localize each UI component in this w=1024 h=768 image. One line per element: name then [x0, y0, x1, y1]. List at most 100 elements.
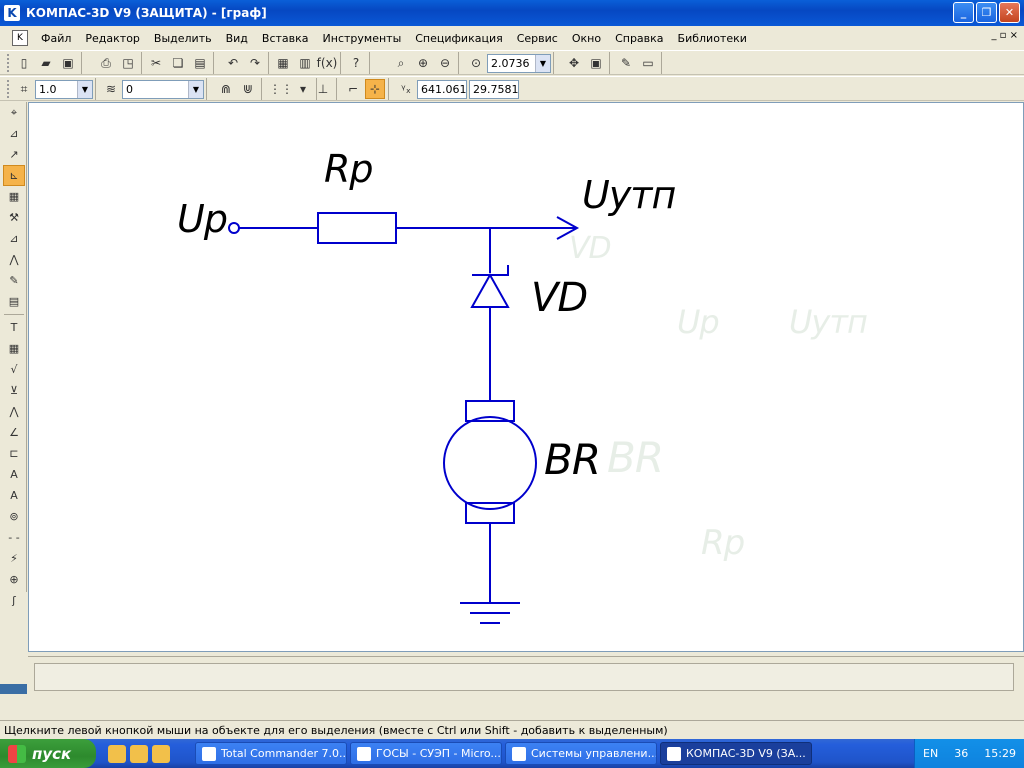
quicklaunch-icon[interactable] [108, 744, 126, 763]
show-all-icon[interactable]: ▣ [590, 56, 602, 70]
motor-br[interactable] [443, 416, 537, 510]
zoom-in-icon[interactable]: ⊕ [417, 56, 429, 70]
roughness-icon[interactable]: √ [10, 363, 18, 376]
label-up[interactable]: Up [177, 197, 228, 241]
grid-icon[interactable]: ⋮⋮ [269, 82, 293, 96]
dimensions-icon[interactable]: ⊿ [9, 127, 19, 140]
zoom-scale-icon[interactable]: ⊙ [470, 56, 482, 70]
chevron-down-icon[interactable]: ▼ [535, 54, 550, 72]
menu-help[interactable]: Справка [615, 31, 664, 45]
menu-specification[interactable]: Спецификация [415, 31, 503, 45]
grid-dropdown-icon[interactable]: ▾ [299, 82, 307, 96]
chevron-down-icon[interactable]: ▼ [77, 80, 92, 98]
menu-window[interactable]: Окно [571, 31, 602, 45]
redraw-icon[interactable]: ✎ [620, 56, 632, 70]
menu-select[interactable]: Выделить [153, 31, 212, 45]
local-coordinate-system-icon[interactable]: ⊥ [317, 82, 329, 96]
symbols-icon[interactable]: ↗ [9, 148, 19, 161]
spec-icon[interactable]: ✎ [9, 274, 19, 287]
cut-icon[interactable]: ✂ [150, 56, 162, 70]
label-uytn[interactable]: Uутп [582, 173, 676, 217]
context-help-icon[interactable]: ? [352, 56, 360, 70]
save-icon[interactable]: ▣ [62, 56, 74, 70]
language-indicator[interactable]: EN [923, 747, 939, 760]
label-br[interactable]: BR [544, 435, 601, 484]
menu-view[interactable]: Вид [225, 31, 248, 45]
coord-y-field[interactable]: 29.7581 [469, 79, 519, 99]
window-layout-icon[interactable]: ▭ [642, 56, 654, 70]
text-icon[interactable]: T [10, 321, 18, 334]
quicklaunch-icon[interactable] [152, 744, 170, 763]
quicklaunch-icon[interactable] [130, 744, 148, 763]
center-mark-icon[interactable]: ⊕ [9, 573, 19, 586]
task-kompas[interactable]: КОМПАС-3D V9 (ЗА... [660, 742, 812, 765]
parametrization-icon[interactable]: ▦ [8, 190, 20, 203]
print-preview-icon[interactable]: ◳ [122, 56, 134, 70]
undo-icon[interactable]: ↶ [227, 56, 239, 70]
task-total-commander[interactable]: Total Commander 7.0... [195, 742, 347, 765]
toolbar-gripper[interactable] [7, 54, 10, 72]
document-icon[interactable]: K [12, 30, 28, 46]
wave-line-icon[interactable]: ⚡ [10, 552, 18, 565]
section-icon[interactable]: A [10, 468, 18, 481]
reports-icon[interactable]: ▤ [8, 295, 20, 308]
start-button[interactable]: пуск [0, 739, 96, 768]
associative-views-icon[interactable]: ⋀ [9, 253, 19, 266]
print-icon[interactable]: ⎙ [101, 55, 111, 70]
menu-service[interactable]: Сервис [516, 31, 558, 45]
menu-file[interactable]: Файл [41, 31, 72, 45]
label-vd[interactable]: VD [531, 275, 588, 321]
local-snap-icon[interactable]: ⋓ [242, 82, 254, 96]
library-icon[interactable]: ▥ [299, 56, 311, 70]
panel-expand-icon[interactable] [0, 684, 27, 694]
snap-magnet-icon[interactable]: ⋒ [220, 82, 232, 96]
measure-icon[interactable]: ⚒ [9, 211, 19, 224]
input-terminal[interactable] [228, 222, 240, 234]
zoom-out-icon[interactable]: ⊖ [439, 56, 451, 70]
brush-top[interactable] [465, 400, 515, 422]
layer-combo[interactable]: 0 ▼ [122, 79, 204, 99]
label-rp[interactable]: Rp [324, 147, 374, 191]
form-tolerance-icon[interactable]: ∠ [9, 426, 19, 439]
output-arrow[interactable] [556, 216, 580, 240]
toolbar-gripper[interactable] [7, 80, 10, 98]
leader-icon[interactable]: ⋀ [9, 405, 19, 418]
menu-editor[interactable]: Редактор [85, 31, 140, 45]
document-window-controls[interactable]: _ ▫ × [991, 30, 1018, 41]
paste-icon[interactable]: ▤ [194, 56, 206, 70]
scale-combo[interactable]: 1.0 ▼ [35, 79, 93, 99]
edit-icon[interactable]: ⊾ [3, 165, 25, 186]
task-word-systems[interactable]: Системы управлени... [505, 742, 657, 765]
menu-insert[interactable]: Вставка [261, 31, 309, 45]
base-icon[interactable]: ⊻ [9, 384, 19, 397]
menu-libraries[interactable]: Библиотеки [677, 31, 747, 45]
minimize-button[interactable]: _ [953, 2, 974, 23]
drawing-canvas[interactable]: VD Uр Uутп BR Rр Up Rp Uутп VD BR [28, 102, 1024, 652]
round-mode-icon[interactable]: ⊹ [365, 79, 385, 99]
zoom-combo[interactable]: 2.0736 ▼ [487, 53, 551, 73]
chevron-down-icon[interactable]: ▼ [188, 80, 203, 98]
coord-x-field[interactable]: 641.061 [417, 79, 467, 99]
zener-cathode[interactable] [472, 265, 509, 276]
view-arrow-icon[interactable]: ⊏ [9, 447, 19, 460]
layers-icon[interactable]: ≋ [105, 82, 117, 96]
zener-diode-vd[interactable] [470, 272, 510, 308]
geometry-icon[interactable]: ⌖ [10, 105, 18, 119]
open-folder-icon[interactable]: ▰ [41, 56, 51, 70]
zoom-window-icon[interactable]: ⌕ [397, 55, 405, 70]
function-icon[interactable]: f(x) [316, 56, 338, 70]
menu-tools[interactable]: Инструменты [322, 31, 402, 45]
redo-icon[interactable]: ↷ [249, 56, 261, 70]
resistor-rp[interactable] [317, 212, 397, 244]
manager-icon[interactable]: ▦ [277, 56, 289, 70]
table-icon[interactable]: ▦ [8, 342, 20, 355]
task-word-gosy[interactable]: ГОСЫ - СУЭП - Micro... [350, 742, 502, 765]
ortho-mode-icon[interactable]: ⌐ [347, 82, 359, 96]
maximize-button[interactable]: ❐ [976, 2, 997, 23]
copy-icon[interactable]: ❏ [172, 56, 184, 70]
selection-icon[interactable]: ⊿ [9, 232, 19, 245]
mark-icon[interactable]: A [10, 489, 18, 502]
tray-number[interactable]: 36 [954, 747, 969, 760]
position-icon[interactable]: ⊚ [9, 510, 19, 523]
axis-line-icon[interactable]: ‐ ‐ [8, 531, 20, 544]
